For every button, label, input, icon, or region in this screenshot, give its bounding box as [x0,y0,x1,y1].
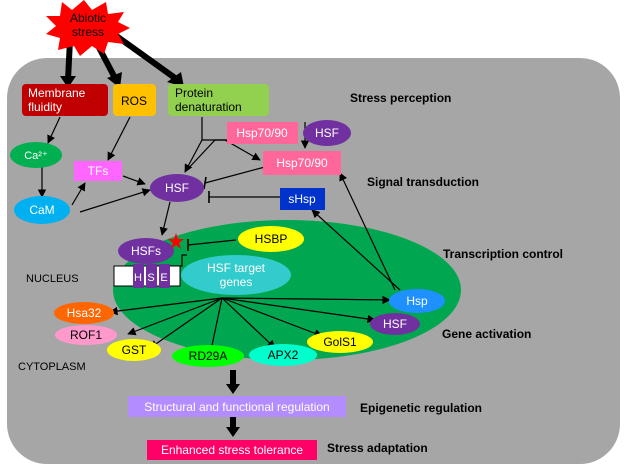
enhanced-tolerance-label: Enhanced stress tolerance [161,443,303,457]
ca2-ellipse [10,142,62,168]
tfs-box [74,161,122,181]
stage-stress-adaptation: Stress adaptation [327,441,428,455]
hsbp-ellipse [238,226,304,252]
hsp7090-free-label: Hsp70/90 [276,156,328,170]
abiotic-stress-label-1: Abiotic [70,11,106,25]
cam-label: CaM [29,203,54,217]
hsf-out-ellipse [370,313,420,335]
hsf-center-label: HSF [165,181,189,195]
membrane-fluidity-label-2: fluidity [28,100,62,114]
rd29a-label: RD29A [189,349,228,363]
stage-gene-activation: Gene activation [442,327,531,341]
hse-h-label: H [134,272,142,284]
ros-box [113,84,156,116]
adaptation-thick-arrows [226,370,240,437]
rof1-label: ROF1 [70,328,102,342]
protein-denaturation-label-1: Protein [175,86,213,100]
ca2-label: Ca²⁺ [24,150,48,162]
abiotic-stress-starburst [46,0,130,56]
hsf-out-label: HSF [383,317,407,331]
gst-ellipse [107,339,161,361]
hsa32-ellipse [54,302,114,324]
shsp-label: sHsp [288,192,316,206]
shsp-box [280,188,325,210]
structural-regulation-box [128,396,346,417]
hse-s-label: S [147,272,154,284]
hsa32-label: Hsa32 [67,306,102,320]
cam-ellipse [14,196,70,224]
structural-regulation-label: Structural and functional regulation [144,400,329,414]
membrane-fluidity-box [22,84,108,116]
nucleus-label: NUCLEUS [26,273,79,285]
protein-denaturation-box [168,84,269,116]
hsf-target-label-2: genes [220,275,253,289]
membrane-fluidity-label-1: Membrane [28,86,86,100]
protein-denaturation-label-2: denaturation [175,100,242,114]
abiotic-stress-label-2: stress [72,25,104,39]
apx2-label: APX2 [268,348,299,362]
hsbp-label: HSBP [255,232,288,246]
hsp7090-free-box [263,151,341,175]
hsf-complex-ellipse [303,120,351,146]
activation-star-icon [168,233,184,249]
enhanced-tolerance-box [147,440,317,460]
hse-e-label: E [160,272,167,284]
stage-epigenetic-regulation: Epigenetic regulation [360,401,482,415]
hsp-label: Hsp [406,294,428,308]
hsp7090-complex-label: Hsp70/90 [236,126,288,140]
gst-label: GST [122,343,147,357]
hsf-target-genes-ellipse [181,255,291,295]
hsfs-ellipse [118,238,174,264]
gols1-label: GolS1 [323,335,357,349]
stage-signal-transduction: Signal transduction [367,175,479,189]
hsfs-label: HSFs [131,244,161,258]
gols1-ellipse [307,331,373,353]
hsf-center-ellipse [150,174,204,202]
hsp-ellipse [389,289,445,313]
rd29a-ellipse [172,345,244,367]
hse-dna-element: H S E [113,264,181,288]
apx2-ellipse [249,344,317,366]
cytoplasm-label: CYTOPLASM [18,361,86,373]
stage-stress-perception: Stress perception [350,91,451,105]
stage-transcription-control: Transcription control [443,247,563,261]
ros-label: ROS [121,94,147,108]
tfs-label: TFs [88,164,109,178]
rof1-ellipse [55,325,117,345]
hsf-target-label-1: HSF target [207,261,266,275]
hsp7090-complex-box [227,122,298,144]
hsf-complex-label: HSF [315,126,339,140]
